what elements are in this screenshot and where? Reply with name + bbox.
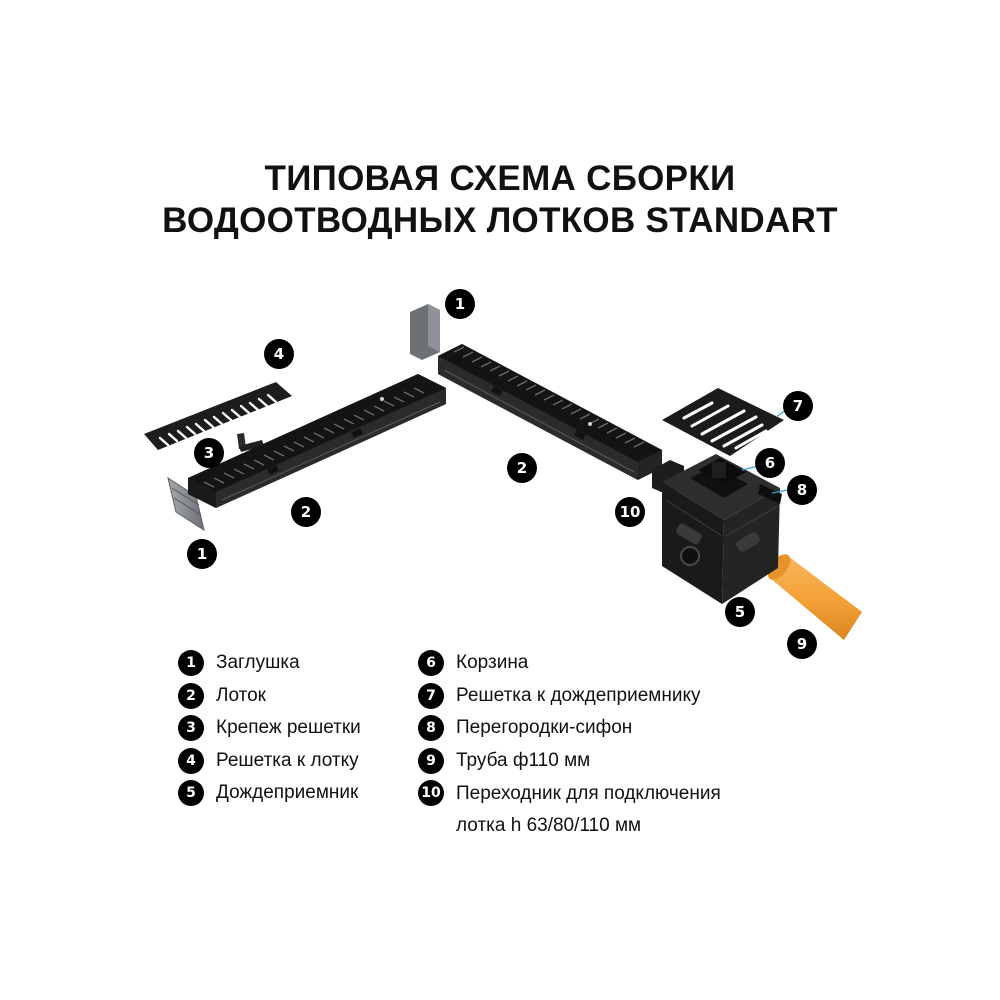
svg-text:4: 4 (274, 345, 284, 363)
callout-2-left: 2 (291, 497, 321, 527)
legend-label: Крепеж решетки (216, 717, 361, 738)
callout-8: 8 (787, 475, 817, 505)
svg-text:8: 8 (797, 481, 807, 499)
legend-number-badge: 8 (418, 715, 444, 741)
legend-item: 5 Дождеприемник (178, 778, 361, 811)
end-cap-top (410, 304, 440, 360)
siphon-partitions (758, 484, 782, 504)
callout-5: 5 (725, 597, 755, 627)
svg-text:2: 2 (301, 503, 311, 521)
channel-right (438, 344, 662, 480)
svg-text:7: 7 (793, 397, 803, 415)
legend-number-badge: 4 (178, 747, 204, 774)
legend-label: Решетка к дождеприемнику (456, 684, 701, 706)
callout-1-left: 1 (187, 539, 217, 569)
basket (698, 458, 746, 484)
legend-item: 3 Крепеж решетки (178, 713, 361, 746)
svg-text:1: 1 (197, 545, 207, 563)
legend-number-badge: 6 (418, 650, 444, 676)
legend-label: Труба ф110 мм (456, 749, 591, 771)
callout-9: 9 (787, 629, 817, 659)
callout-6: 6 (755, 448, 785, 478)
legend-item: 9 Труба ф110 мм (418, 746, 721, 779)
legend-item: 2 Лоток (178, 681, 361, 714)
storm-inlet (662, 454, 780, 604)
title-line-2: ВОДООТВОДНЫХ ЛОТКОВ STANDART (162, 201, 838, 240)
legend-item: 7 Решетка к дождеприемнику (418, 681, 721, 714)
legend-number-badge: 7 (418, 682, 444, 709)
svg-text:5: 5 (735, 603, 745, 621)
legend-item: 8 Перегородки-сифон (418, 713, 721, 746)
legend-label-line-2: лотка h 63/80/110 мм (456, 815, 642, 836)
legend-item: 4 Решетка к лотку (178, 746, 361, 779)
page-title: ТИПОВАЯ СХЕМА СБОРКИ ВОДООТВОДНЫХ ЛОТКОВ… (0, 158, 1000, 242)
callout-3: 3 (194, 438, 224, 468)
legend-label: Перегородки-сифон (456, 717, 633, 738)
legend-label: Корзина (456, 652, 529, 673)
legend-number-badge: 2 (178, 682, 204, 709)
svg-text:9: 9 (797, 635, 807, 653)
legend-number-badge: 9 (418, 747, 444, 774)
svg-text:3: 3 (204, 444, 214, 462)
callout-1-top: 1 (445, 289, 475, 319)
callout-2-right: 2 (507, 453, 537, 483)
legend-right: 6 Корзина 7 Решетка к дождеприемнику 8 П… (418, 648, 721, 842)
svg-text:2: 2 (517, 459, 527, 477)
legend-number-badge: 3 (178, 715, 204, 741)
legend-number-badge: 1 (178, 650, 204, 676)
svg-text:6: 6 (765, 454, 775, 472)
svg-text:1: 1 (455, 295, 465, 313)
legend-label: Лоток (216, 684, 266, 706)
grating-fastener (237, 433, 264, 452)
channel-left (188, 374, 446, 508)
legend-number-badge: 5 (178, 780, 204, 806)
legend-item: 1 Заглушка (178, 648, 361, 681)
legend-label: Решетка к лотку (216, 749, 359, 771)
legend-label: Заглушка (216, 652, 300, 673)
legend-number-badge: 10 (418, 780, 444, 806)
callout-7: 7 (783, 391, 813, 421)
end-cap-left (167, 476, 205, 532)
callout-4: 4 (264, 339, 294, 369)
channel-grating (144, 382, 292, 450)
legend-item: 6 Корзина (418, 648, 721, 681)
legend-label: Переходник для подключения лотка h 63/80… (456, 778, 721, 842)
callout-10: 10 (615, 497, 645, 527)
legend-label-line-1: Переходник для подключения (456, 783, 721, 804)
inlet-grating (662, 388, 784, 456)
pipe (767, 554, 862, 640)
legend-left: 1 Заглушка 2 Лоток 3 Крепеж решетки 4 Ре… (178, 648, 361, 811)
svg-text:10: 10 (620, 503, 641, 521)
title-line-1: ТИПОВАЯ СХЕМА СБОРКИ (264, 159, 736, 198)
legend-item: 10 Переходник для подключения лотка h 63… (418, 778, 721, 842)
legend-label: Дождеприемник (216, 782, 359, 803)
